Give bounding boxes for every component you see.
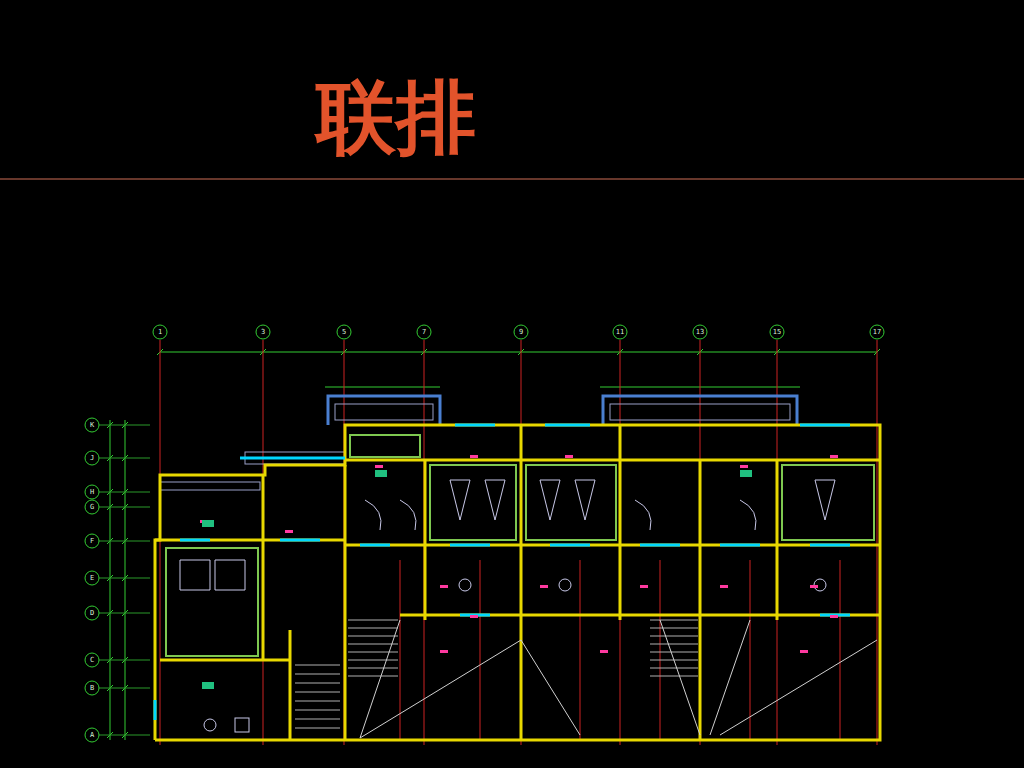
axis-bubble — [337, 325, 351, 339]
axis-label: G — [86, 501, 98, 513]
axis-bubble — [417, 325, 431, 339]
axis-label: A — [86, 729, 98, 741]
axis-bubble — [85, 681, 99, 695]
axis-label: K — [86, 419, 98, 431]
axis-bubble — [85, 534, 99, 548]
axis-bubble — [85, 606, 99, 620]
axis-label: 5 — [338, 326, 350, 338]
axis-label: 7 — [418, 326, 430, 338]
axis-bubble — [693, 325, 707, 339]
axis-label: 9 — [515, 326, 527, 338]
axis-label: 13 — [694, 326, 706, 338]
axis-bubble — [256, 325, 270, 339]
axis-bubble — [770, 325, 784, 339]
axis-label: 1 — [154, 326, 166, 338]
axis-label: 11 — [614, 326, 626, 338]
axis-bubble — [870, 325, 884, 339]
axis-label: J — [86, 452, 98, 464]
axis-label: 17 — [871, 326, 883, 338]
axis-label: H — [86, 486, 98, 498]
axis-bubble — [85, 728, 99, 742]
title: 联排 — [316, 78, 476, 158]
axis-bubble — [85, 500, 99, 514]
axis-label: E — [86, 572, 98, 584]
axis-bubble — [85, 451, 99, 465]
axis-bubble — [85, 485, 99, 499]
axis-label: B — [86, 682, 98, 694]
axis-label: 15 — [771, 326, 783, 338]
axis-label: C — [86, 654, 98, 666]
axis-bubble — [514, 325, 528, 339]
axis-label: F — [86, 535, 98, 547]
axis-label: D — [86, 607, 98, 619]
axis-bubble — [85, 418, 99, 432]
axis-bubble — [613, 325, 627, 339]
axis-bubble — [85, 653, 99, 667]
axis-label: 3 — [257, 326, 269, 338]
axis-bubble — [85, 571, 99, 585]
axis-bubble — [153, 325, 167, 339]
